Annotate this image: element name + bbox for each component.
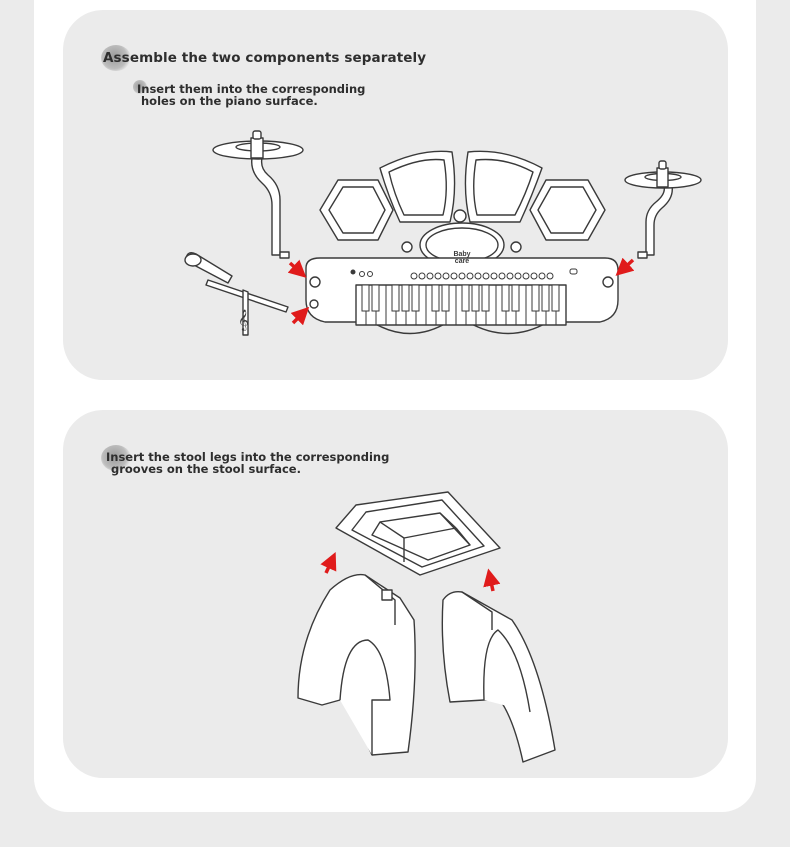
brush-mark-icon bbox=[133, 80, 147, 94]
star-button bbox=[510, 241, 522, 253]
drum-pad bbox=[464, 150, 543, 223]
mount-hole bbox=[309, 276, 321, 288]
step2-line2: grooves on the stool surface. bbox=[111, 462, 301, 476]
cymbal-stand-right bbox=[624, 160, 702, 259]
brush-mark-icon bbox=[101, 445, 131, 471]
drum-pad bbox=[529, 179, 606, 241]
star-button bbox=[401, 241, 413, 253]
step2-line1: Insert the stool legs into the correspon… bbox=[106, 450, 390, 464]
step1-line2: holes on the piano surface. bbox=[141, 94, 318, 108]
step1-description: Insert them into the corresponding holes… bbox=[137, 83, 365, 107]
logo-text-2: care bbox=[455, 258, 470, 265]
arrow-icon bbox=[287, 257, 635, 326]
electronic-drum-piano bbox=[305, 150, 619, 335]
cymbal-stand-left bbox=[212, 130, 304, 259]
mount-hole bbox=[602, 276, 614, 288]
function-buttons bbox=[350, 268, 578, 280]
black-keys bbox=[361, 284, 560, 312]
stool-seat bbox=[335, 491, 501, 576]
stool-leg-right bbox=[441, 590, 556, 763]
brush-mark-icon bbox=[101, 45, 131, 71]
treble-clef-icon: 𝄞 bbox=[238, 310, 249, 331]
logo-text-1: Baby bbox=[453, 251, 470, 258]
keyboard bbox=[355, 284, 567, 326]
stool-leg-left bbox=[297, 573, 416, 756]
step2-description: Insert the stool legs into the correspon… bbox=[106, 451, 389, 475]
arrow-icon bbox=[320, 552, 501, 592]
drum-pad bbox=[379, 150, 456, 223]
drum-pad bbox=[319, 179, 394, 241]
step1-title: Assemble the two components separately bbox=[103, 50, 427, 66]
microphone-stand bbox=[184, 251, 289, 336]
step1-line1: Insert them into the corresponding bbox=[137, 82, 366, 96]
